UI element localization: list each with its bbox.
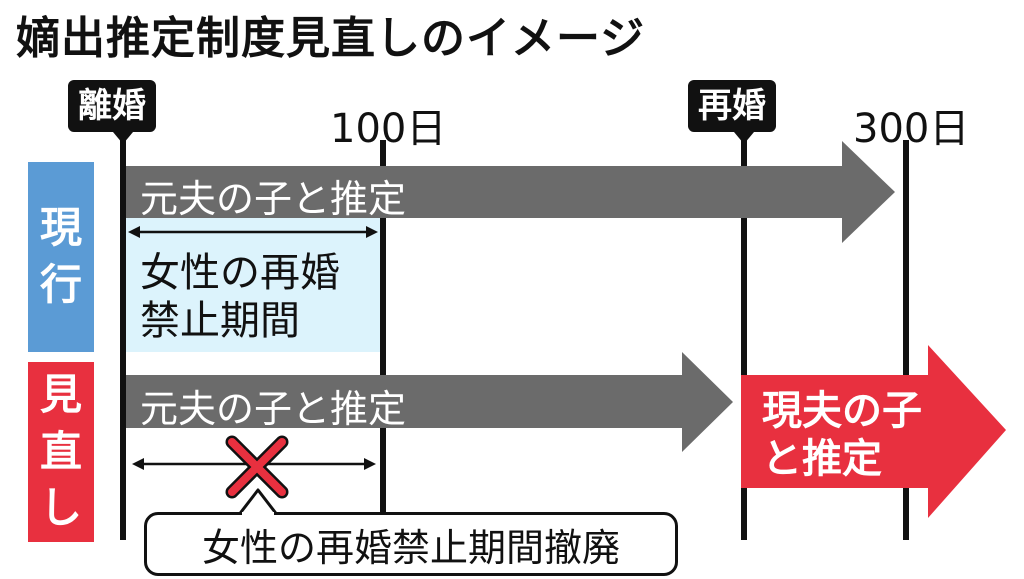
- revised-side-label: 見 直 し: [28, 362, 94, 542]
- timeline-remarriage-line: [741, 140, 747, 540]
- current-ban-period-box: [126, 218, 380, 352]
- revised-side-char-2: 直: [39, 426, 82, 476]
- current-period-arrow-head-right: [366, 226, 378, 238]
- divorce-tag: 離婚: [68, 80, 156, 132]
- revised-side-char-1: 見: [39, 369, 82, 419]
- timeline-divorce-line: [120, 140, 126, 540]
- current-ban-period-line2: 禁止期間: [140, 298, 300, 344]
- remarriage-tag: 再婚: [688, 80, 776, 132]
- divorce-tag-pointer: [113, 132, 133, 144]
- current-gray-arrow: [126, 141, 895, 243]
- current-arrow-text: 元夫の子と推定: [140, 177, 407, 221]
- current-period-arrow-head-left: [128, 226, 140, 238]
- revised-side-char-3: し: [39, 483, 82, 533]
- current-ban-period-line1: 女性の再婚: [140, 250, 340, 296]
- timeline-100day-line: [380, 140, 386, 540]
- revised-arrow-text: 元夫の子と推定: [140, 387, 407, 431]
- revised-period-arrow-head-left: [132, 458, 144, 470]
- red-arrow-text-line1: 現夫の子: [762, 388, 922, 434]
- abolish-callout-box: 女性の再婚禁止期間撤廃: [144, 512, 678, 576]
- revised-period-arrow-head-right: [364, 458, 376, 470]
- revised-red-arrow: [741, 345, 1006, 518]
- cross-mark-icon: [225, 435, 289, 499]
- revised-gray-arrow: [126, 352, 733, 452]
- red-arrow-text-line2: と推定: [762, 436, 882, 482]
- current-side-label: 現 行: [28, 162, 94, 352]
- day300-label: 300日: [853, 106, 970, 152]
- remarriage-tag-pointer: [734, 132, 754, 144]
- current-side-char-2: 行: [39, 260, 82, 309]
- timeline-300day-line: [903, 140, 909, 540]
- current-side-char-1: 現: [39, 203, 82, 253]
- day100-label: 100日: [330, 106, 447, 152]
- page-title: 嫡出推定制度見直しのイメージ: [16, 13, 646, 64]
